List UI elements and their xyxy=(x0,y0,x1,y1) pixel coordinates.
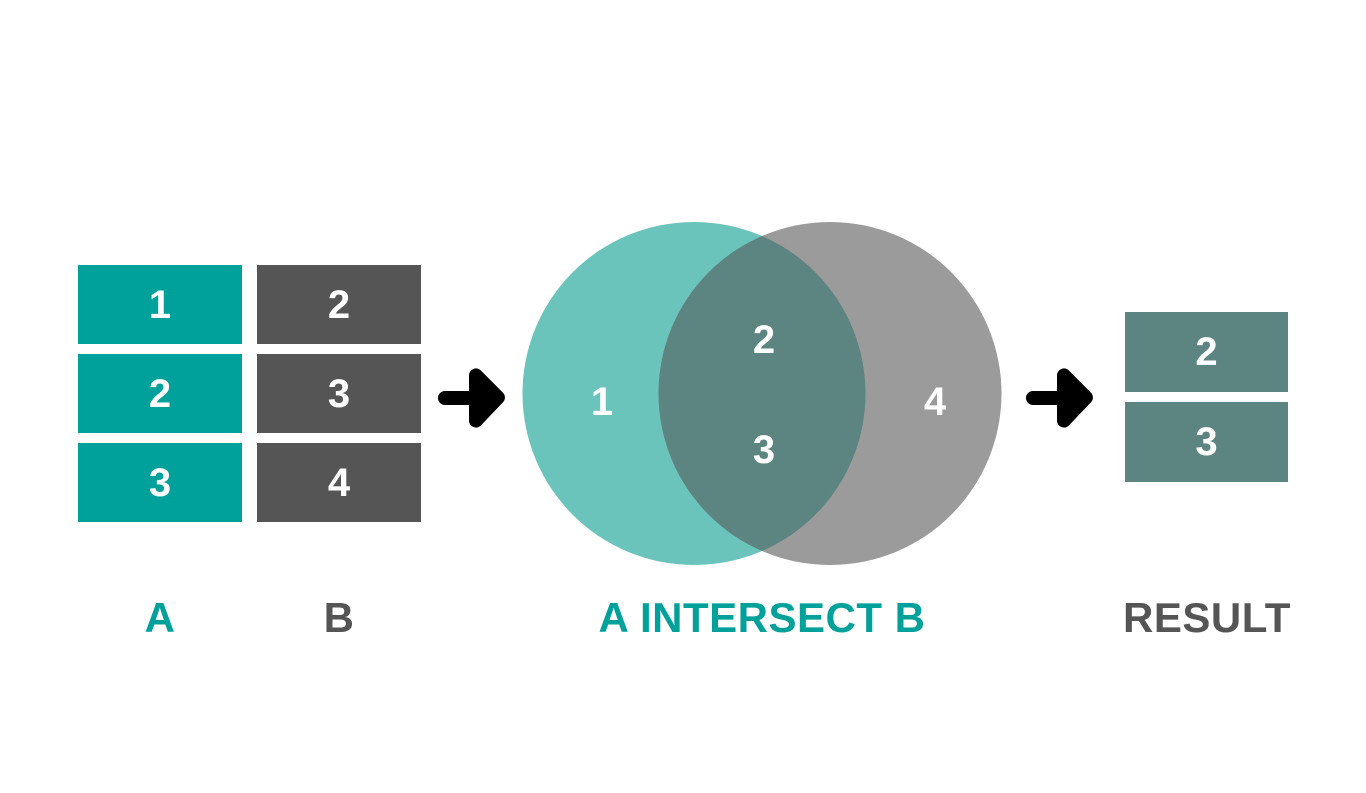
set-b-column: 2 3 4 xyxy=(257,265,421,522)
venn-intersection xyxy=(658,222,866,565)
set-a-item: 2 xyxy=(78,354,242,433)
venn-label-intersection-bottom: 3 xyxy=(752,428,776,472)
venn-label-intersection-top: 2 xyxy=(752,318,776,362)
result-caption: RESULT xyxy=(1123,594,1291,641)
arrow-right-icon xyxy=(437,362,509,434)
result-item: 2 xyxy=(1125,312,1288,392)
set-b-item: 2 xyxy=(257,265,421,344)
venn-diagram: 1 2 3 4 xyxy=(512,212,1012,575)
set-b-item: 4 xyxy=(257,443,421,522)
set-a-caption: A xyxy=(144,594,176,641)
venn-caption: A INTERSECT B xyxy=(598,594,926,641)
set-b-item: 3 xyxy=(257,354,421,433)
venn-label-only-b: 4 xyxy=(923,380,947,424)
set-b-caption: B xyxy=(323,594,355,641)
set-a-item: 1 xyxy=(78,265,242,344)
set-a-column: 1 2 3 xyxy=(78,265,242,522)
set-a-item: 3 xyxy=(78,443,242,522)
arrow-right-icon xyxy=(1025,362,1097,434)
result-column: 2 3 xyxy=(1125,312,1288,482)
result-item: 3 xyxy=(1125,402,1288,482)
venn-label-only-a: 1 xyxy=(590,380,614,424)
